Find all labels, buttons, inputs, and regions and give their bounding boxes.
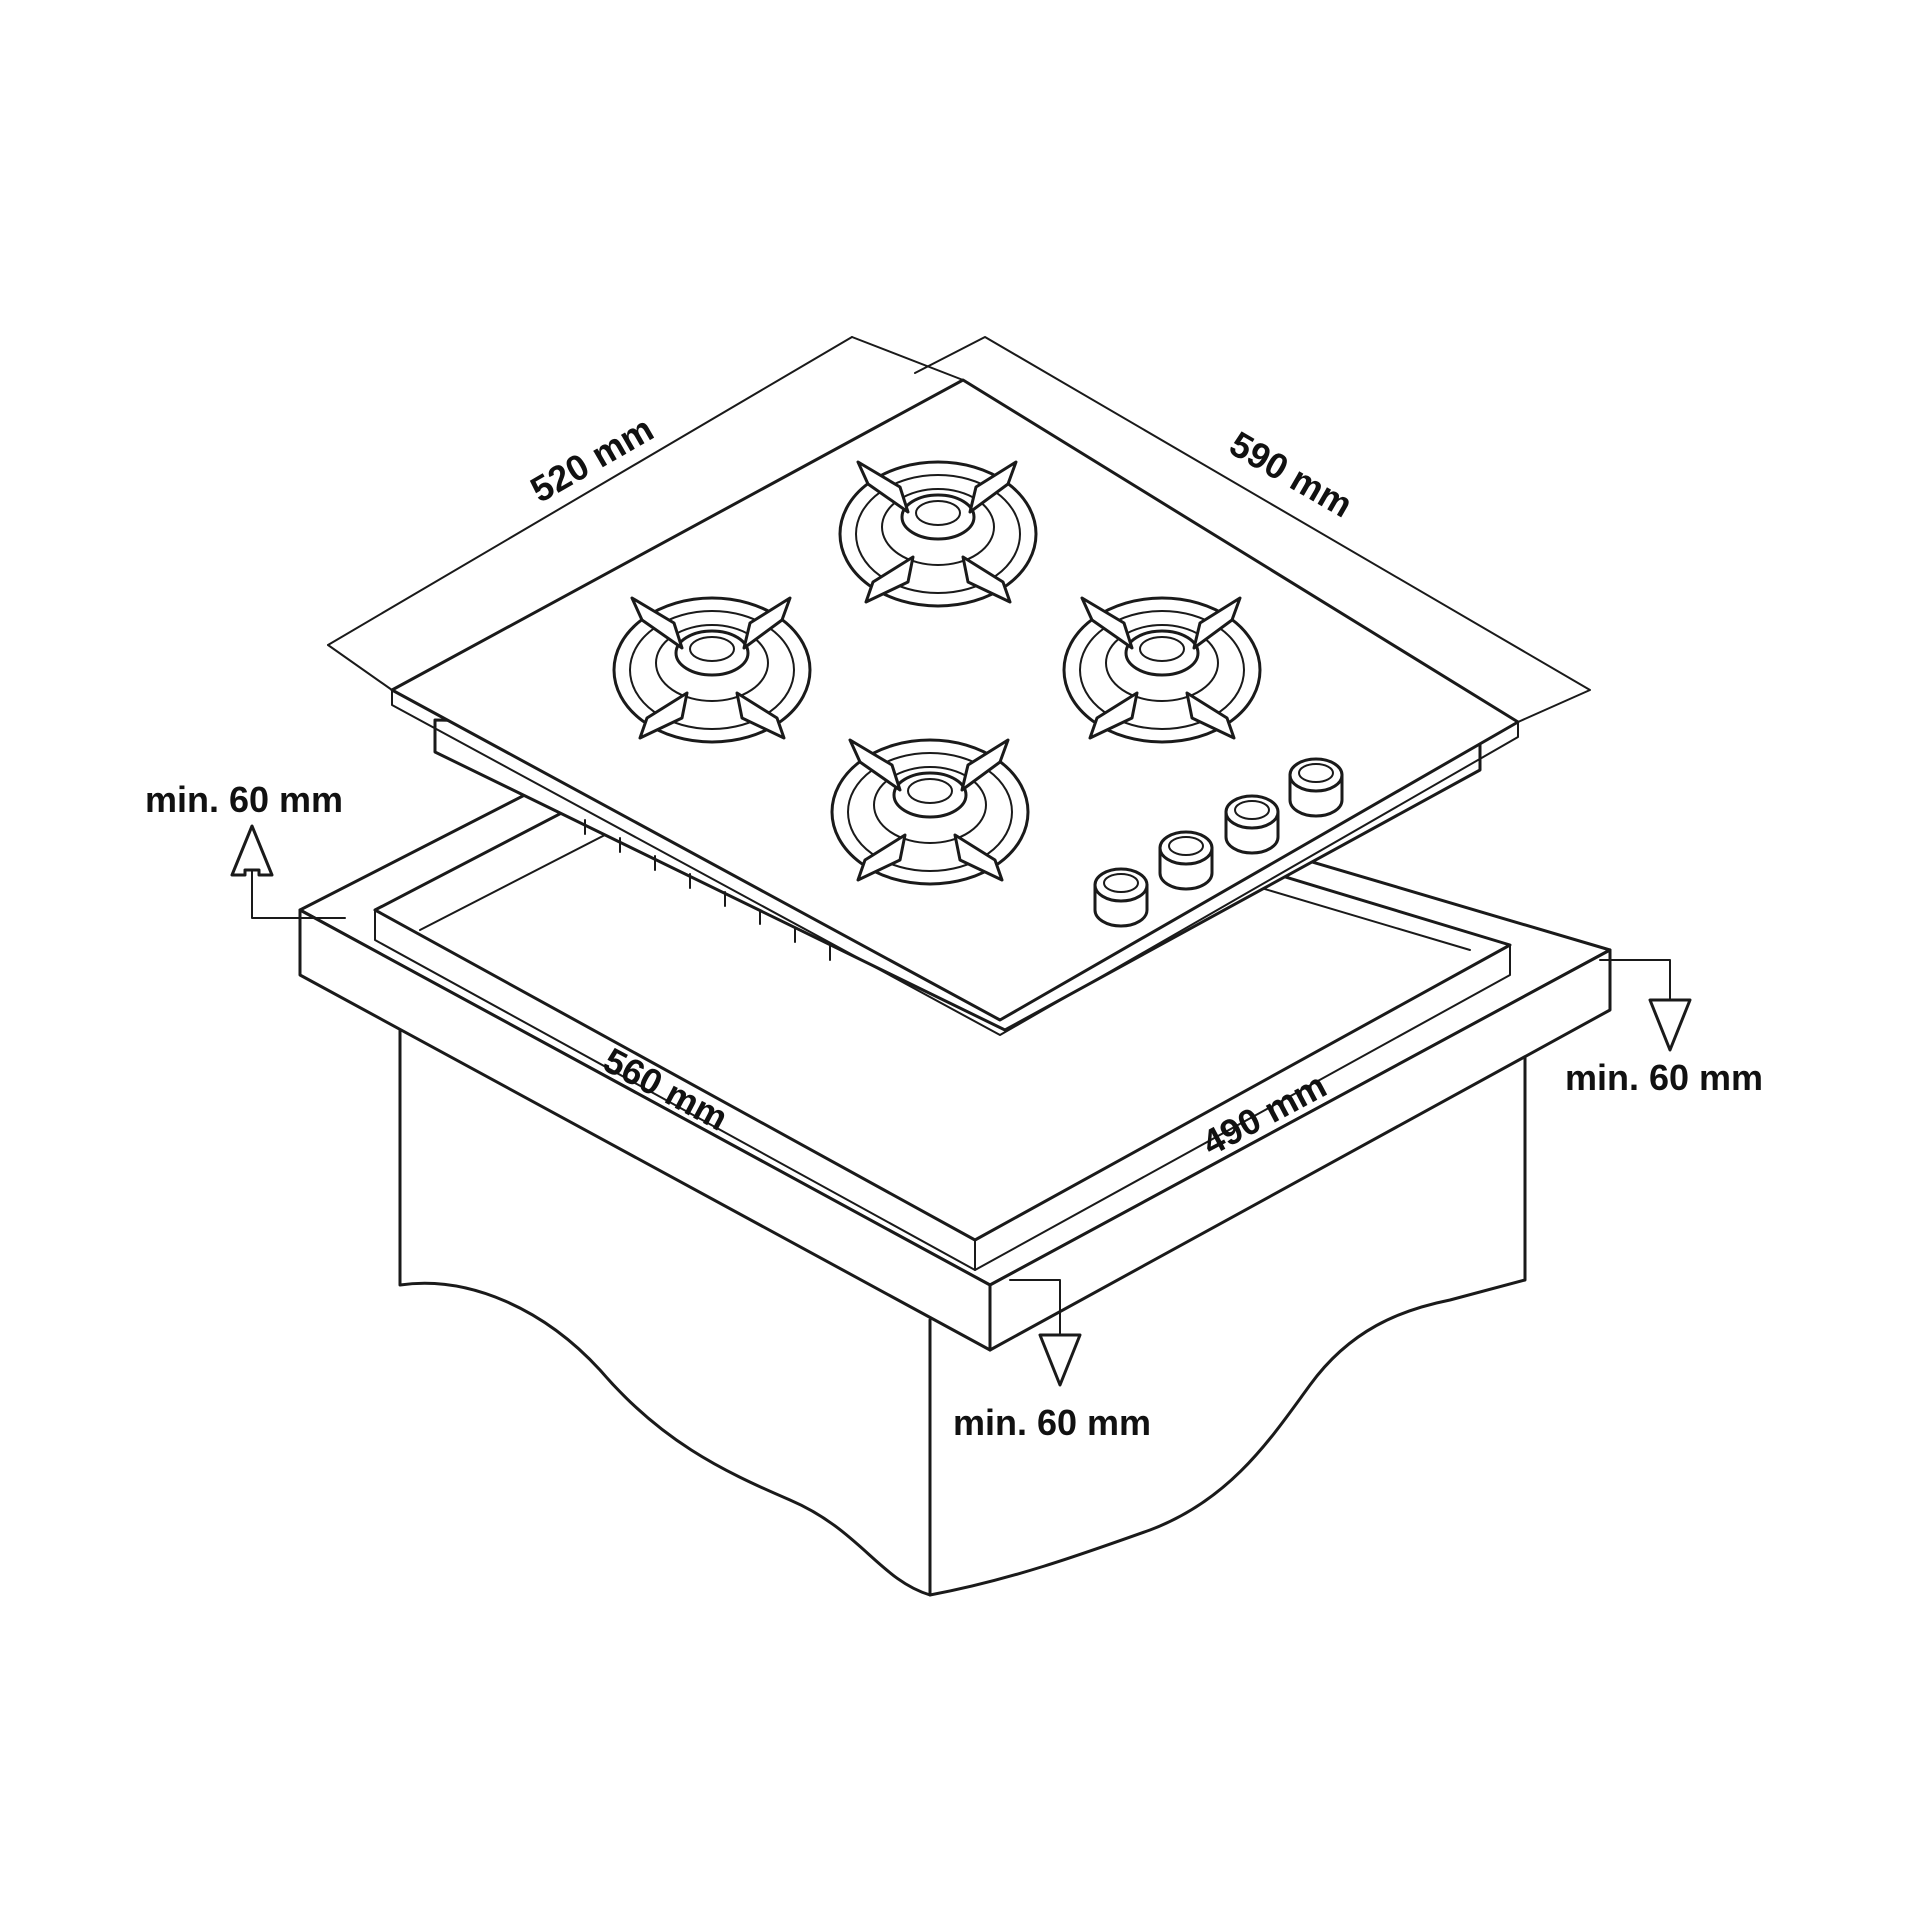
burner-icon bbox=[848, 738, 902, 792]
dimension-lines bbox=[299, 336, 1611, 1286]
burner-front bbox=[830, 738, 1030, 886]
clearance-arrow-side bbox=[1599, 959, 1692, 1052]
control-knob-icon bbox=[1093, 867, 1149, 928]
arrow-up-icon bbox=[230, 824, 274, 877]
hob bbox=[390, 378, 1520, 1036]
burner-left bbox=[612, 596, 812, 744]
clearance-arrow-rear bbox=[230, 824, 346, 919]
control-knob bbox=[1288, 757, 1344, 818]
clearance-arrow-front bbox=[1009, 1279, 1082, 1387]
clearance-label-side: min. 60 mm bbox=[1565, 1057, 1763, 1098]
clearance-label-rear: min. 60 mm bbox=[145, 779, 343, 820]
arrow-down-icon bbox=[1038, 1333, 1082, 1387]
burner-right bbox=[1062, 596, 1262, 744]
control-knobs bbox=[1093, 757, 1344, 928]
control-knob bbox=[1158, 830, 1214, 891]
burner-rear bbox=[838, 460, 1038, 608]
cabinet bbox=[398, 1013, 1527, 1597]
dim-label-hob-depth: 520 mm bbox=[523, 408, 660, 511]
gas-inlet-pins bbox=[584, 819, 831, 961]
clearance-label-front: min. 60 mm bbox=[953, 1402, 1151, 1443]
control-knob bbox=[1224, 794, 1280, 855]
dim-label-hob-width: 590 mm bbox=[1223, 423, 1360, 526]
arrow-down-icon bbox=[1648, 998, 1692, 1052]
